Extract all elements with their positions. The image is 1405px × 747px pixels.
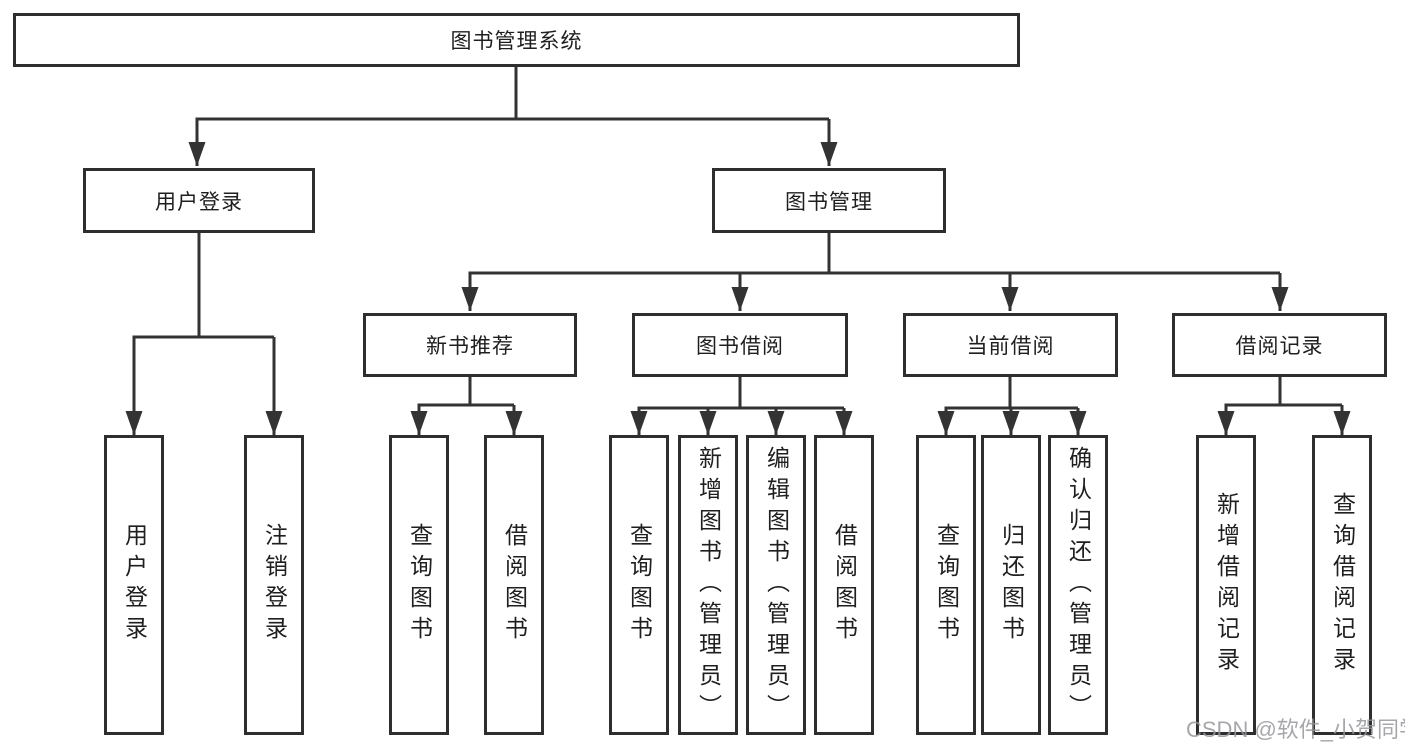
leaf-logout-label: 注销登录 bbox=[261, 523, 288, 647]
leaf-query-borrow-record-label: 查询借阅记录 bbox=[1329, 492, 1356, 678]
leaf-recommend-query-books: 查询图书 bbox=[389, 435, 449, 735]
leaf-return-books: 归还图书 bbox=[981, 435, 1041, 735]
leaf-add-books-admin: 新增图书（管理员） bbox=[678, 435, 738, 735]
node-new-book-recommend-label: 新书推荐 bbox=[426, 335, 514, 358]
leaf-return-books-label: 归还图书 bbox=[998, 523, 1025, 647]
node-borrow-records-label: 借阅记录 bbox=[1235, 335, 1324, 358]
leaf-recommend-borrow-books: 借阅图书 bbox=[484, 435, 544, 735]
leaf-add-borrow-record-label: 新增借阅记录 bbox=[1213, 492, 1240, 678]
node-new-book-recommend: 新书推荐 bbox=[363, 313, 577, 377]
node-root: 图书管理系统 bbox=[13, 13, 1020, 67]
leaf-add-borrow-record: 新增借阅记录 bbox=[1196, 435, 1256, 735]
node-book-borrowing: 图书借阅 bbox=[632, 313, 848, 377]
node-book-management: 图书管理 bbox=[712, 168, 946, 233]
node-book-management-label: 图书管理 bbox=[785, 190, 873, 214]
leaf-edit-books-admin: 编辑图书（管理员） bbox=[746, 435, 806, 735]
node-book-borrowing-label: 图书借阅 bbox=[696, 335, 784, 358]
leaf-recommend-query-books-label: 查询图书 bbox=[406, 523, 433, 647]
leaf-borrow-query-books-label: 查询图书 bbox=[626, 523, 653, 647]
watermark: CSDN @软件_小贺同学 bbox=[1186, 717, 1405, 742]
leaf-query-borrow-record: 查询借阅记录 bbox=[1312, 435, 1372, 735]
node-borrow-records: 借阅记录 bbox=[1172, 313, 1387, 377]
leaf-confirm-return-admin: 确认归还（管理员） bbox=[1048, 435, 1108, 735]
leaf-current-query-books-label: 查询图书 bbox=[933, 523, 960, 647]
leaf-user-login-label: 用户登录 bbox=[121, 523, 148, 647]
node-user-login: 用户登录 bbox=[83, 168, 315, 233]
leaf-edit-books-admin-label: 编辑图书（管理员） bbox=[763, 445, 790, 725]
leaf-borrow-books: 借阅图书 bbox=[814, 435, 874, 735]
node-current-borrowing-label: 当前借阅 bbox=[966, 335, 1055, 358]
leaf-recommend-borrow-books-label: 借阅图书 bbox=[501, 523, 528, 647]
leaf-confirm-return-admin-label: 确认归还（管理员） bbox=[1065, 445, 1092, 725]
node-user-login-label: 用户登录 bbox=[155, 190, 243, 214]
leaf-logout: 注销登录 bbox=[244, 435, 304, 735]
leaf-add-books-admin-label: 新增图书（管理员） bbox=[695, 445, 722, 725]
leaf-user-login: 用户登录 bbox=[104, 435, 164, 735]
node-current-borrowing: 当前借阅 bbox=[903, 313, 1118, 377]
leaf-current-query-books: 查询图书 bbox=[916, 435, 976, 735]
leaf-borrow-books-label: 借阅图书 bbox=[831, 523, 858, 647]
node-root-label: 图书管理系统 bbox=[450, 30, 583, 53]
leaf-borrow-query-books: 查询图书 bbox=[609, 435, 669, 735]
